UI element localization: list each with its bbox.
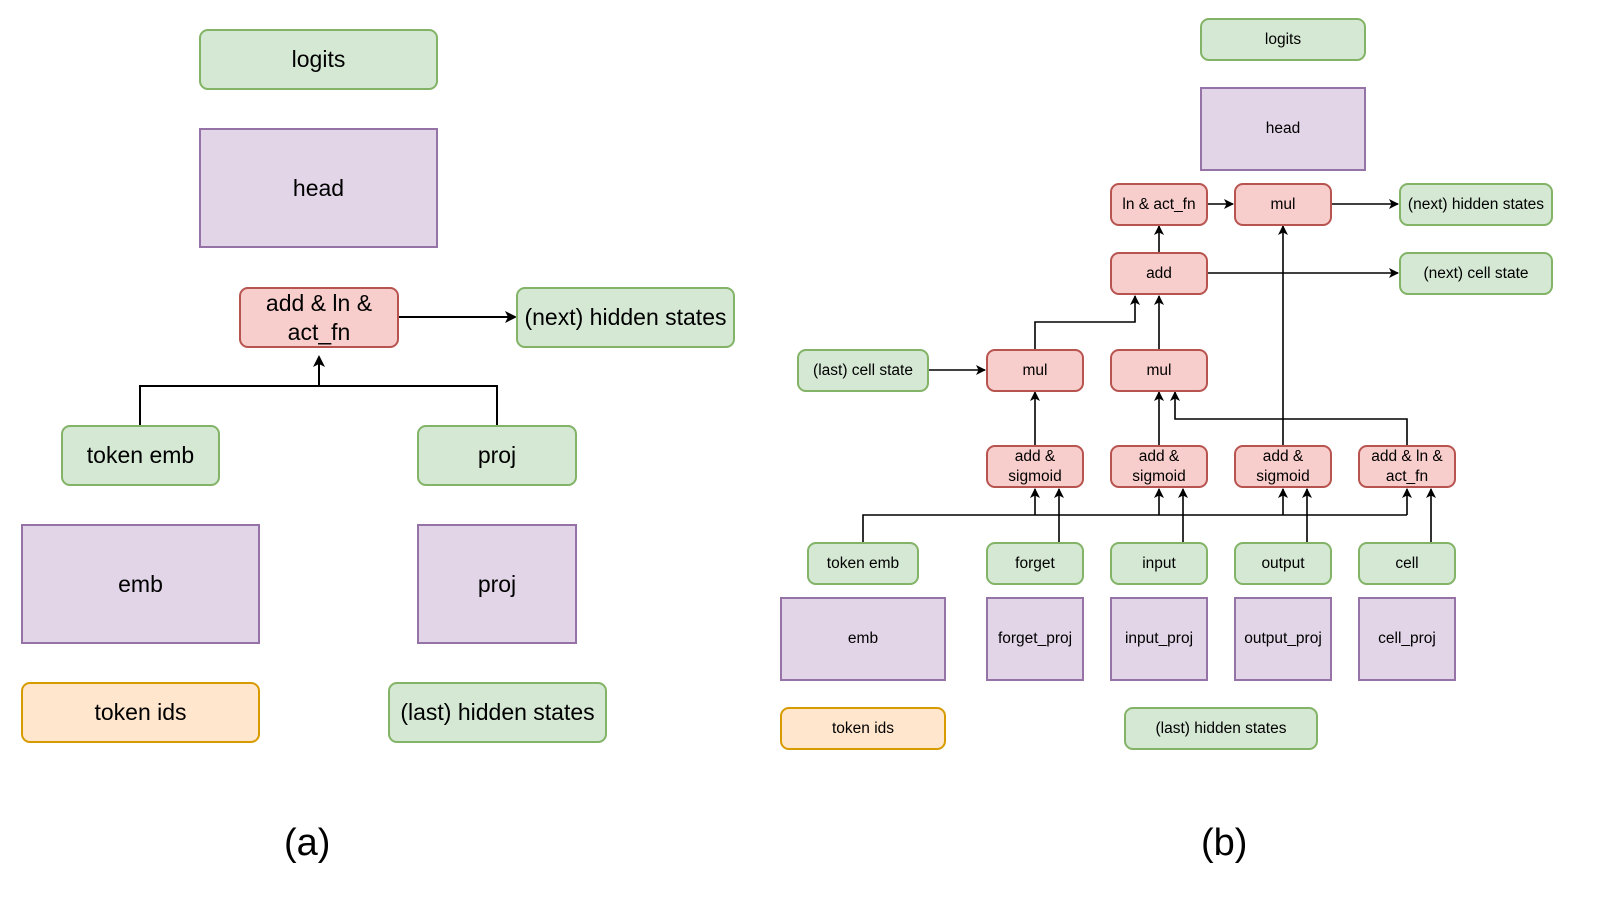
b-forget-proj-label: forget_proj <box>997 630 1073 648</box>
a-proj-out-node: proj <box>417 425 577 486</box>
b-next-hidden-label: (next) hidden states <box>1407 195 1545 213</box>
a-next-hidden-label: (next) hidden states <box>524 304 727 331</box>
a-proj-out-label: proj <box>477 442 517 469</box>
a-last-hidden-label: (last) hidden states <box>400 699 595 726</box>
b-forget-label: forget <box>1015 554 1055 572</box>
b-head-label: head <box>1265 120 1301 138</box>
b-mul-input-node: mul <box>1110 349 1208 392</box>
b-input-label: input <box>1142 554 1176 572</box>
b-last-cell-label: (last) cell state <box>813 361 913 379</box>
b-mul-forget-label: mul <box>1022 361 1048 379</box>
b-input-node: input <box>1110 542 1208 585</box>
b-cell-node: cell <box>1358 542 1456 585</box>
b-cell-proj-node: cell_proj <box>1358 597 1456 681</box>
b-token-ids-label: token ids <box>831 719 895 737</box>
b-gate-output-node: add & sigmoid <box>1234 445 1332 488</box>
b-gate-input-label: add & sigmoid <box>1132 448 1186 485</box>
edge-proj-to-add <box>319 385 498 426</box>
b-add-label: add <box>1146 264 1172 282</box>
caption-b: (b) <box>1201 822 1248 864</box>
b-output-label: output <box>1261 554 1305 572</box>
b-last-hidden-label: (last) hidden states <box>1155 719 1287 737</box>
b-emb-label: emb <box>847 630 879 648</box>
b-last-cell-node: (last) cell state <box>797 349 929 392</box>
b-token-emb-label: token emb <box>826 554 900 572</box>
edge-cell-gate-to-mul <box>1170 391 1408 445</box>
b-input-proj-node: input_proj <box>1110 597 1208 681</box>
b-output-node: output <box>1234 542 1332 585</box>
b-mul-forget-node: mul <box>986 349 1084 392</box>
a-emb-node: emb <box>21 524 260 644</box>
edge-mul-forget-to-add <box>1034 295 1140 349</box>
b-output-proj-node: output_proj <box>1234 597 1332 681</box>
b-gate-cell-label: add & ln & act_fn <box>1371 448 1443 485</box>
a-logits-label: logits <box>291 46 346 73</box>
b-next-hidden-node: (next) hidden states <box>1399 183 1553 226</box>
b-forget-node: forget <box>986 542 1084 585</box>
b-forget-proj-node: forget_proj <box>986 597 1084 681</box>
b-gate-forget-label: add & sigmoid <box>1008 448 1062 485</box>
a-emb-label: emb <box>118 570 163 597</box>
b-ln-act-label: ln & act_fn <box>1122 195 1196 213</box>
a-token-emb-node: token emb <box>61 425 220 486</box>
b-last-hidden-node: (last) hidden states <box>1124 707 1318 750</box>
b-logits-label: logits <box>1264 30 1302 48</box>
b-next-cell-label: (next) cell state <box>1423 264 1529 282</box>
a-last-hidden-node: (last) hidden states <box>388 682 607 743</box>
b-gate-cell-node: add & ln & act_fn <box>1358 445 1456 488</box>
b-mul-out-label: mul <box>1270 195 1296 213</box>
a-add-ln-act-node: add & ln & act_fn <box>239 287 399 348</box>
a-token-emb-label: token emb <box>86 442 195 469</box>
b-input-proj-label: input_proj <box>1124 630 1194 648</box>
a-token-ids-label: token ids <box>94 699 187 726</box>
edge-token-emb-to-add <box>139 355 325 426</box>
b-mul-out-node: mul <box>1234 183 1332 226</box>
b-mul-input-label: mul <box>1146 361 1172 379</box>
b-next-cell-node: (next) cell state <box>1399 252 1553 295</box>
a-token-ids-node: token ids <box>21 682 260 743</box>
a-add-ln-act-label: add & ln & act_fn <box>265 289 373 345</box>
b-head-node: head <box>1200 87 1366 171</box>
b-ln-act-node: ln & act_fn <box>1110 183 1208 226</box>
b-cell-proj-label: cell_proj <box>1378 630 1436 648</box>
b-cell-label: cell <box>1395 554 1419 572</box>
a-next-hidden-node: (next) hidden states <box>516 287 735 348</box>
b-gate-forget-node: add & sigmoid <box>986 445 1084 488</box>
b-gate-output-label: add & sigmoid <box>1256 448 1310 485</box>
a-head-node: head <box>199 128 438 248</box>
b-token-ids-node: token ids <box>780 707 946 750</box>
b-token-emb-node: token emb <box>807 542 919 585</box>
b-output-proj-label: output_proj <box>1244 630 1322 648</box>
b-gate-input-node: add & sigmoid <box>1110 445 1208 488</box>
caption-a: (a) <box>284 822 331 864</box>
a-head-label: head <box>292 174 345 201</box>
edge-token-emb-bus <box>862 514 1407 542</box>
a-proj-label: proj <box>477 570 517 597</box>
a-logits-node: logits <box>199 29 438 90</box>
a-proj-node: proj <box>417 524 577 644</box>
b-logits-node: logits <box>1200 18 1366 61</box>
b-add-node: add <box>1110 252 1208 295</box>
b-emb-node: emb <box>780 597 946 681</box>
